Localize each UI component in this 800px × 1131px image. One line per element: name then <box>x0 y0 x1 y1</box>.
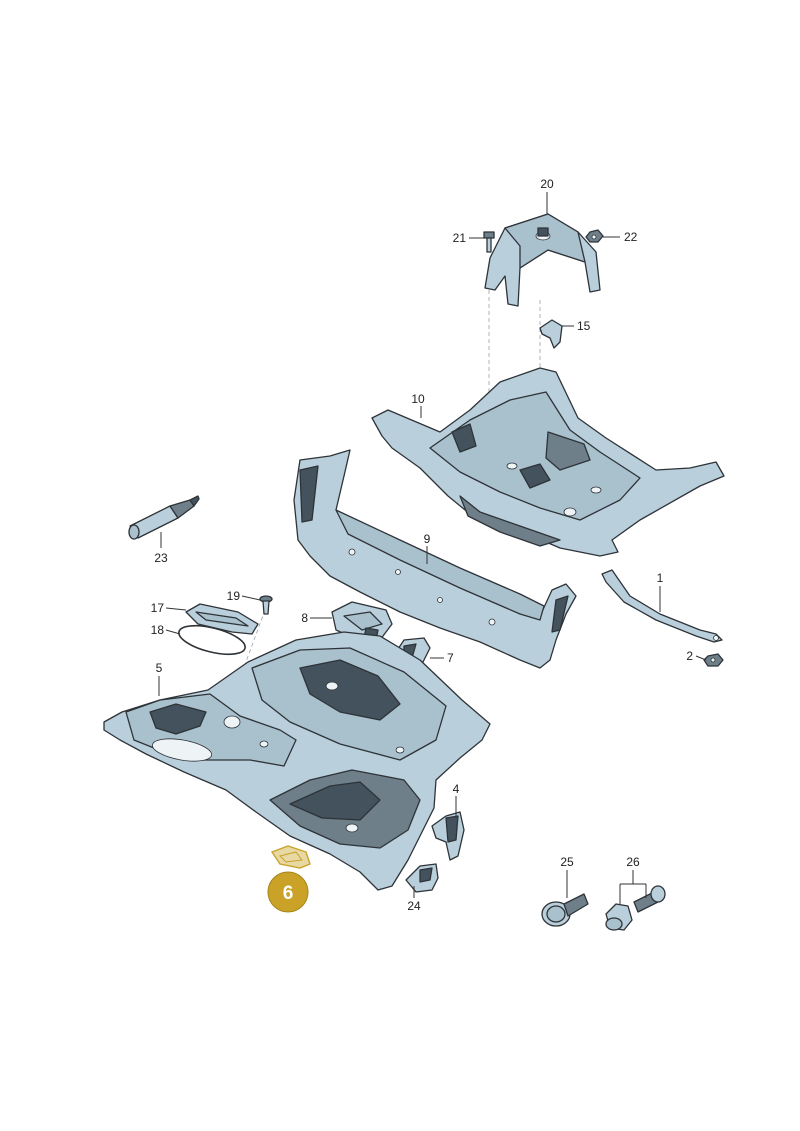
callout-18: 18 <box>151 623 165 637</box>
callout-1: 1 <box>657 571 664 585</box>
callout-8: 8 <box>301 611 308 625</box>
part-18-gasket <box>178 624 246 656</box>
part-8-bracket <box>331 601 393 641</box>
callout-10: 10 <box>411 392 425 406</box>
badge-6-label: 6 <box>283 883 294 904</box>
part-19-screw <box>259 595 273 615</box>
part-17-cover <box>185 603 259 635</box>
part-21-bolt <box>483 231 495 253</box>
part-6-highlighted-cover <box>270 845 311 869</box>
callout-17: 17 <box>151 601 165 615</box>
part-22-nut <box>585 229 604 243</box>
part-5-rear-floor <box>103 631 491 891</box>
callout-2: 2 <box>686 649 693 663</box>
leader-lines <box>158 192 707 904</box>
callout-22: 22 <box>624 230 638 244</box>
callout-21: 21 <box>453 231 467 245</box>
callout-labels: 20 21 22 15 10 9 1 2 23 19 17 18 8 7 5 4… <box>151 177 694 913</box>
highlight-badge-6[interactable]: 6 <box>267 871 309 913</box>
callout-4: 4 <box>453 782 460 796</box>
part-1-strap <box>601 569 723 643</box>
callout-19: 19 <box>227 589 241 603</box>
callout-15: 15 <box>577 319 591 333</box>
part-20-bracket <box>484 213 601 307</box>
part-23-sealant-tube <box>128 495 200 540</box>
part-15-bracket <box>539 319 563 349</box>
callout-20: 20 <box>540 177 554 191</box>
callout-25: 25 <box>560 855 574 869</box>
callout-26: 26 <box>626 855 640 869</box>
part-10-floor-pan <box>371 367 725 557</box>
part-25-bolt <box>541 893 589 927</box>
part-26-nut-and-screw <box>605 885 666 931</box>
part-9-cross-member <box>293 449 577 669</box>
part-24-clip <box>405 863 439 893</box>
callout-24: 24 <box>407 899 421 913</box>
callout-7: 7 <box>447 651 454 665</box>
part-4-bracket <box>431 811 465 861</box>
part-2-nut <box>703 653 724 667</box>
callout-9: 9 <box>424 532 431 546</box>
callout-5: 5 <box>156 661 163 675</box>
callout-23: 23 <box>154 551 168 565</box>
